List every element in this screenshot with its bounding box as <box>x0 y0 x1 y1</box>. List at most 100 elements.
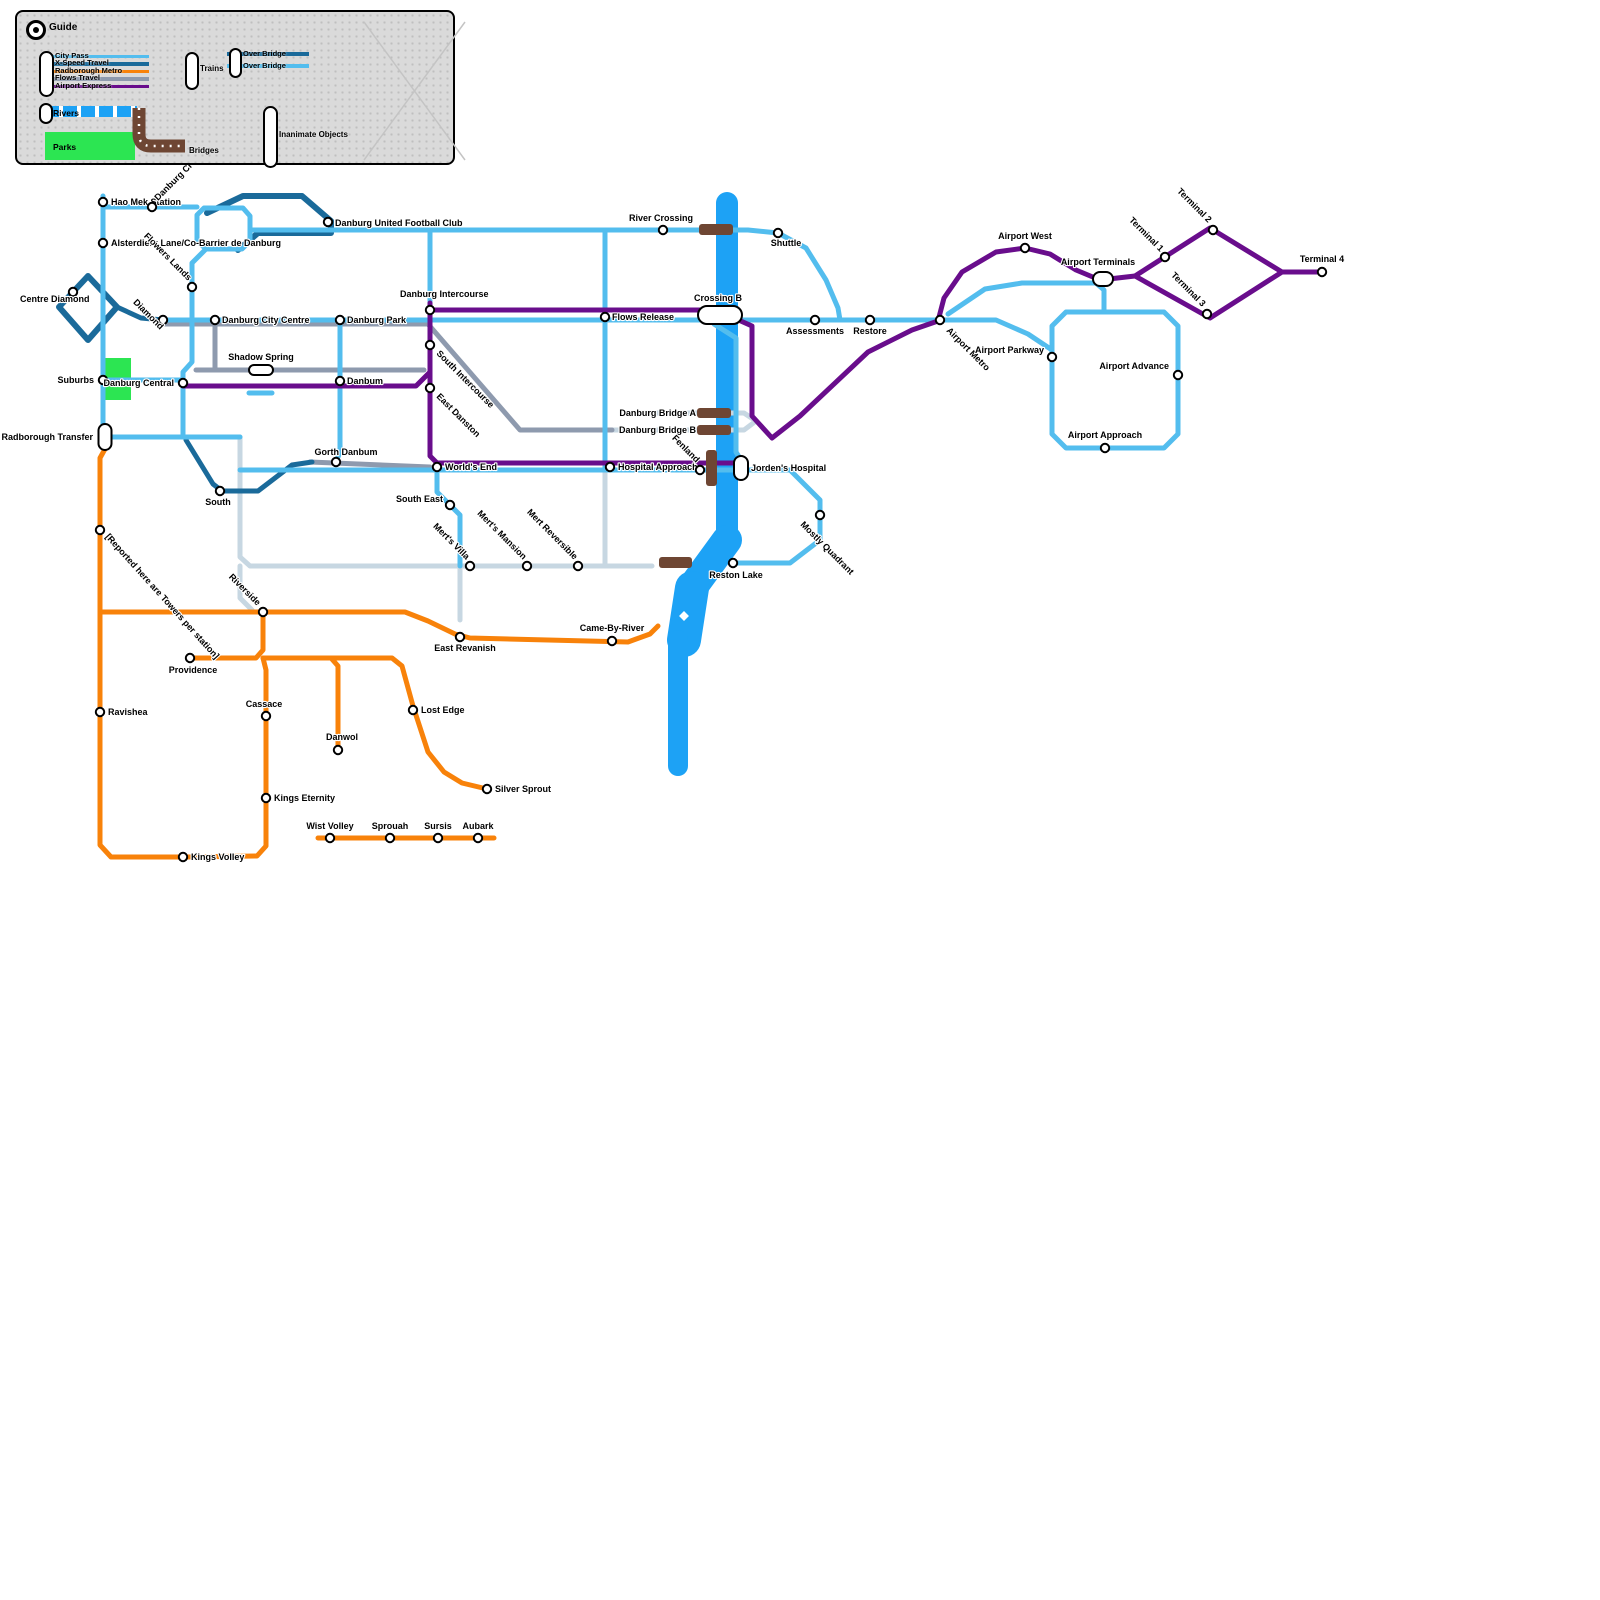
station-label: Sursis <box>424 821 452 831</box>
station <box>431 461 443 473</box>
station <box>464 560 476 572</box>
station <box>733 455 749 481</box>
legend-over-bridge-row: Over Bridge <box>227 61 327 70</box>
legend-line-swatch <box>45 77 149 81</box>
station-label: Alsterdierk Lane/Co-Barrier de Danburg <box>111 238 281 248</box>
line-speed-centre-diamond <box>56 273 120 343</box>
line-rad-main <box>97 446 186 860</box>
station-label: Sprouah <box>372 821 409 831</box>
station <box>97 374 109 386</box>
line-city-vert-danbum <box>333 317 343 465</box>
station <box>1316 266 1328 278</box>
station-label: South <box>205 497 231 507</box>
station-label: Restore <box>853 326 887 336</box>
station <box>772 227 784 239</box>
station-label: Terminal 2 <box>1175 186 1213 224</box>
station-label: Centre Diamond <box>20 294 90 304</box>
station-label: East Danston <box>435 391 483 439</box>
station-label: Aubark <box>462 821 494 831</box>
legend-over-bridge-line <box>227 52 309 56</box>
station <box>424 339 436 351</box>
station-label: Danwol <box>326 732 358 742</box>
line-city-east-loop <box>730 467 823 566</box>
station <box>407 704 419 716</box>
legend-line-row: Flows Travel <box>45 73 155 83</box>
station <box>1046 351 1058 363</box>
station <box>248 364 274 376</box>
station <box>67 286 79 298</box>
station <box>324 832 336 844</box>
station-label: River Crossing <box>629 213 693 223</box>
station <box>1172 369 1184 381</box>
station <box>432 832 444 844</box>
legend-inanimate-label: Inanimate Objects <box>279 130 348 139</box>
legend-pattern <box>363 21 466 161</box>
legend-line-label: City Pass <box>55 51 89 60</box>
station-label: Danburg United Football Club <box>335 218 463 228</box>
legend-station-pill <box>39 51 54 97</box>
station-label: [Reported here are Towers per station] <box>104 532 222 661</box>
legend-over-bridge-label: Over Bridge <box>243 49 286 58</box>
station <box>260 792 272 804</box>
station-label: Airport Approach <box>1068 430 1142 440</box>
line-airport-vert <box>427 300 440 466</box>
station <box>330 456 342 468</box>
station <box>177 377 189 389</box>
station <box>1099 442 1111 454</box>
station-label: Jorden's Hospital <box>751 463 826 473</box>
station-label: Terminal 4 <box>1300 254 1344 264</box>
legend-over-bridge-line <box>227 64 309 68</box>
station-label: Came-By-River <box>580 623 645 633</box>
legend-line-label: Flows Travel <box>55 73 101 83</box>
legend-line-row: Radborough Metro <box>45 65 155 75</box>
legend-line-label: X-Speed Travel <box>55 58 109 68</box>
guide-roundel-icon <box>26 20 46 40</box>
station <box>472 832 484 844</box>
line-speed-diamond-link <box>114 304 166 323</box>
station <box>209 314 221 326</box>
station <box>481 783 493 795</box>
station <box>186 281 198 293</box>
station <box>94 706 106 718</box>
station-label: Shuttle <box>771 238 802 248</box>
station-label: Danburg Intercourse <box>400 289 489 299</box>
bridge <box>659 557 692 568</box>
legend-line-label: Radborough Metro <box>55 65 123 75</box>
station-label: World's End <box>445 462 497 472</box>
station <box>424 382 436 394</box>
line-rad-cassace-kings <box>185 655 269 860</box>
station-label: Airport Advance <box>1099 361 1169 371</box>
station-label: East Revanish <box>434 643 496 653</box>
station-label: Hao Mek Station <box>111 197 181 207</box>
station-label: Mert's Mansion <box>476 508 529 561</box>
bridge <box>697 408 731 418</box>
station <box>1201 308 1213 320</box>
station <box>727 557 739 569</box>
station <box>97 423 113 451</box>
station <box>1092 271 1114 287</box>
legend-trains-pill <box>185 52 199 90</box>
station-label: Mert's Villa <box>431 521 472 562</box>
station-label: Flows Release <box>612 312 674 322</box>
station-label: Fenland <box>670 433 701 464</box>
legend-bridges-label: Bridges <box>189 146 219 155</box>
station <box>1207 224 1219 236</box>
legend-over-bridge-row: Over Bridge <box>227 49 327 58</box>
station <box>697 305 743 325</box>
bridge <box>697 425 731 435</box>
station-label: Airport Terminals <box>1061 257 1135 267</box>
station <box>1159 251 1171 263</box>
station <box>384 832 396 844</box>
legend-river-swatch <box>45 106 137 117</box>
station-label: Providence <box>169 665 218 675</box>
station <box>694 464 706 476</box>
station-label: Airport West <box>998 231 1052 241</box>
station-label: Danburg Central <box>103 378 174 388</box>
station <box>814 509 826 521</box>
legend-title: Guide <box>49 22 78 33</box>
legend-line-swatch <box>45 69 149 74</box>
